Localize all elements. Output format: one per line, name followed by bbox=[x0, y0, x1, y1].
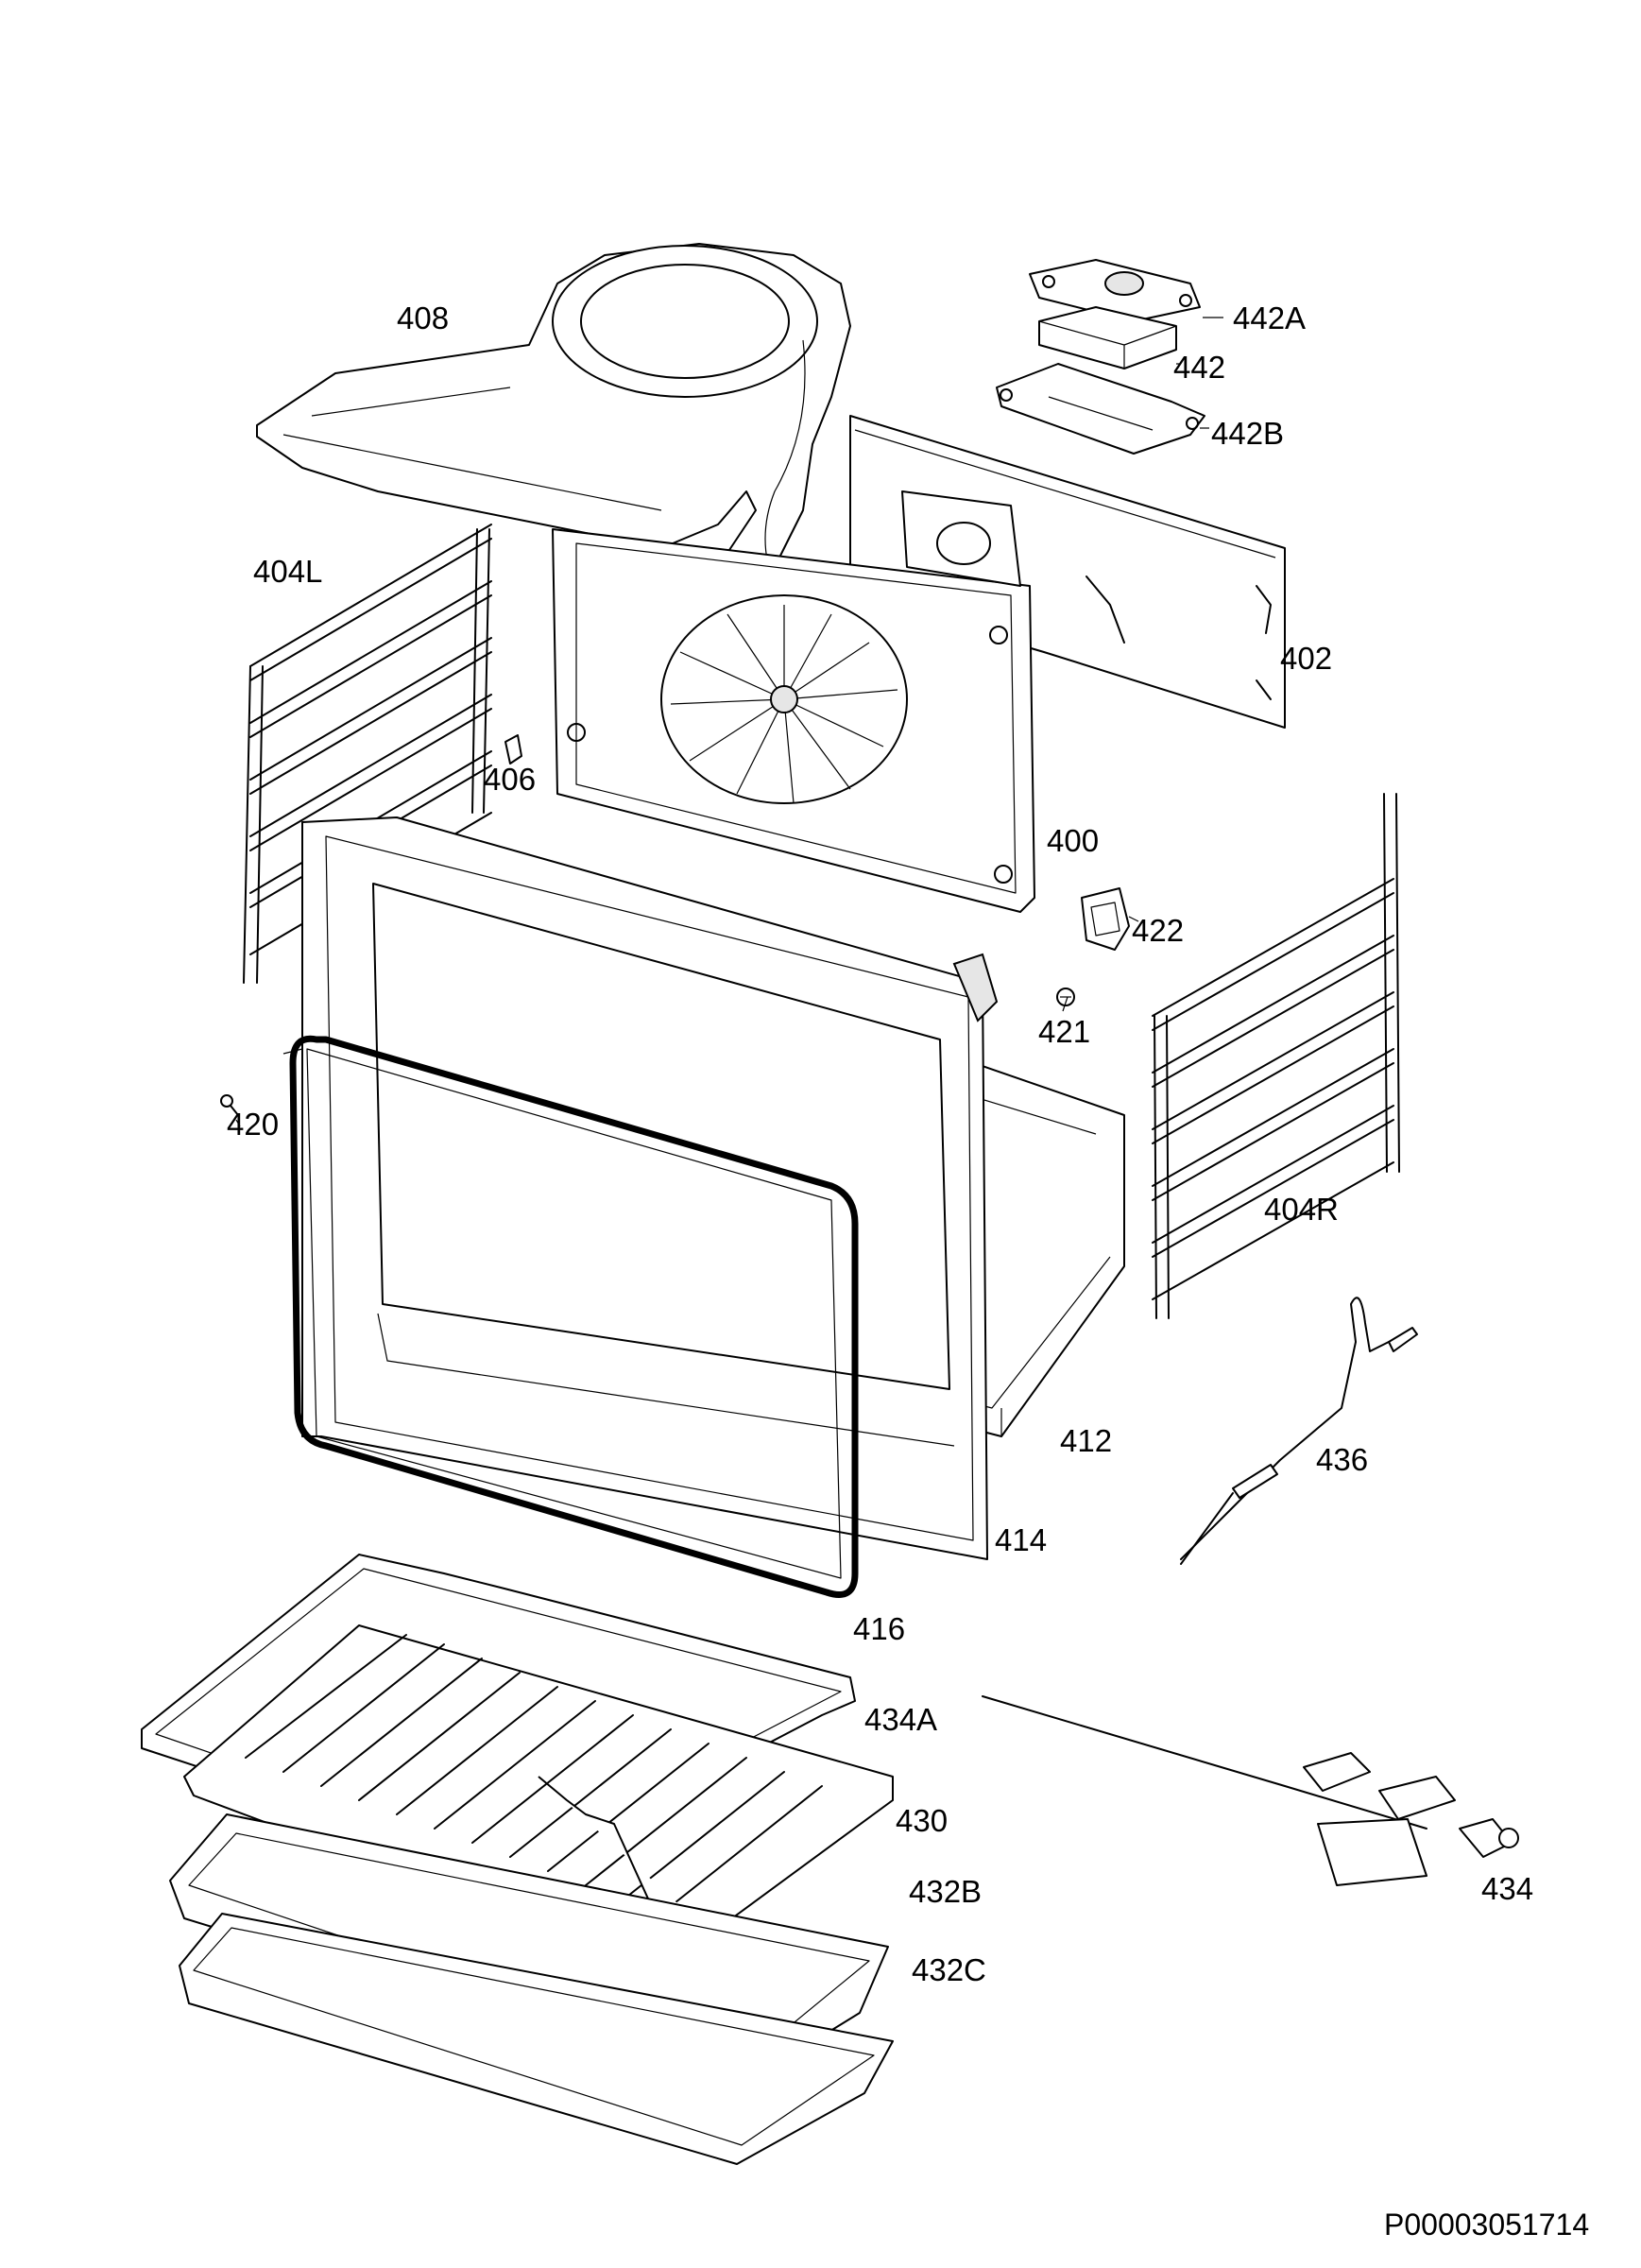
part-404R-right-rack bbox=[1152, 793, 1400, 1319]
label-442A: 442A bbox=[1233, 301, 1307, 335]
label-434A: 434A bbox=[864, 1702, 938, 1737]
document-code: P00003051714 bbox=[1384, 2208, 1590, 2242]
part-434-rotisserie bbox=[982, 1695, 1519, 1886]
part-442-block bbox=[1038, 306, 1177, 369]
label-400: 400 bbox=[1047, 823, 1100, 858]
label-404R: 404R bbox=[1264, 1192, 1339, 1227]
label-436: 436 bbox=[1316, 1442, 1369, 1477]
part-408-fan-cover bbox=[256, 243, 851, 596]
label-404L: 404L bbox=[253, 554, 323, 589]
label-421: 421 bbox=[1038, 1014, 1091, 1049]
label-442B: 442B bbox=[1211, 416, 1285, 451]
leader-lines bbox=[282, 317, 1223, 1055]
part-416-door-seal bbox=[289, 1035, 859, 1598]
part-406-fixing bbox=[504, 734, 522, 765]
label-442: 442 bbox=[1173, 350, 1226, 385]
label-432C: 432C bbox=[912, 1952, 986, 1987]
part-442A-bracket bbox=[1029, 259, 1201, 322]
part-436-probe bbox=[1180, 1297, 1418, 1565]
part-430-grill-rack bbox=[183, 1624, 894, 1971]
label-406: 406 bbox=[484, 762, 537, 797]
part-421-screw bbox=[1056, 988, 1075, 1006]
part-442B-bracket bbox=[996, 363, 1205, 455]
part-422-lamp-holder bbox=[1081, 887, 1130, 951]
label-430: 430 bbox=[896, 1803, 949, 1838]
part-414-oven-frame bbox=[301, 816, 999, 1560]
part-400-inner-back bbox=[552, 490, 1035, 913]
label-422: 422 bbox=[1132, 913, 1185, 948]
label-434: 434 bbox=[1481, 1871, 1534, 1906]
label-402: 402 bbox=[1280, 641, 1333, 676]
fan-grille bbox=[670, 605, 898, 804]
label-432B: 432B bbox=[909, 1874, 983, 1909]
part-432C-baking-tray bbox=[179, 1913, 894, 2165]
label-416: 416 bbox=[853, 1611, 906, 1646]
label-414: 414 bbox=[995, 1522, 1048, 1557]
part-420-screw bbox=[220, 1094, 241, 1127]
label-412: 412 bbox=[1060, 1423, 1113, 1458]
label-420: 420 bbox=[227, 1107, 280, 1142]
label-408: 408 bbox=[397, 301, 450, 335]
